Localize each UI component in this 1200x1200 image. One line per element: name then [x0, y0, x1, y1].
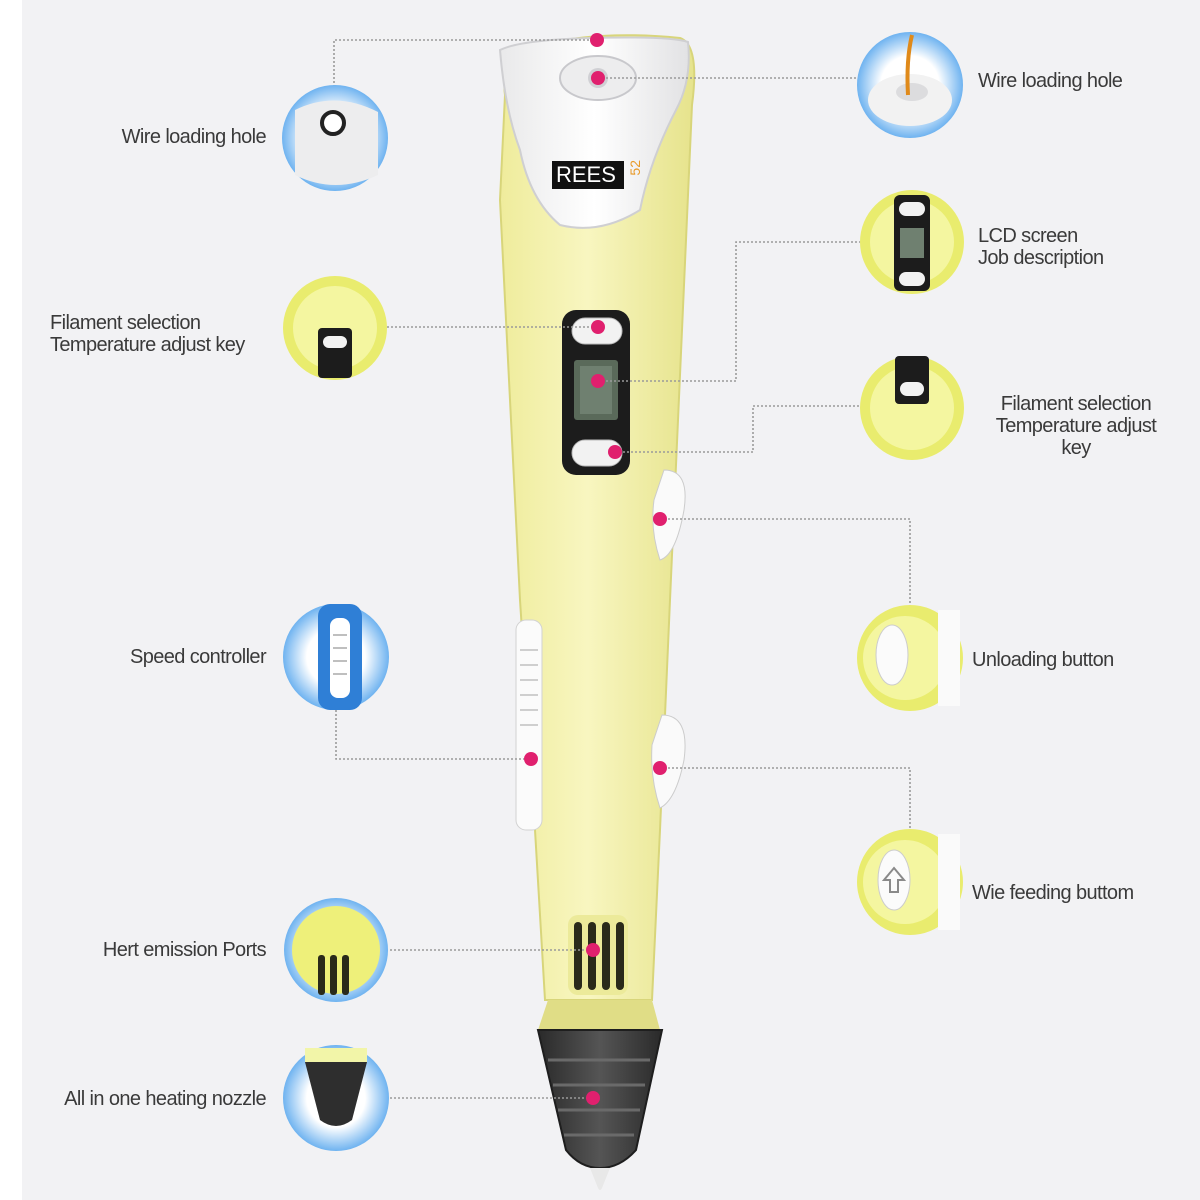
- label-speed-controller: Speed controller: [129, 646, 267, 668]
- label-heating-nozzle: All in one heating nozzle: [64, 1088, 266, 1110]
- label-feeding-button: Wie feeding buttom: [972, 882, 1134, 904]
- brand-number: 52: [627, 160, 643, 176]
- label-filament-selection-left: Filament selection Temperature adjust ke…: [50, 312, 245, 356]
- thumb-filament-key-right: [860, 356, 964, 460]
- thumb-lcd-screen: [860, 190, 964, 294]
- leader-lines: [333, 39, 911, 1099]
- pen-cap: [498, 36, 690, 229]
- label-filament-selection-right: Filament selection Temperature adjust ke…: [995, 393, 1157, 459]
- brand-box: [552, 161, 624, 189]
- thumb-unloading-button: [857, 605, 963, 711]
- thumb-nozzle: [283, 1045, 389, 1151]
- pointer-dots: [524, 33, 667, 1105]
- thumb-wire-hole-right: [857, 32, 963, 138]
- label-unloading-button: Unloading button: [972, 649, 1114, 671]
- thumb-speed-controller: [283, 604, 389, 710]
- thumb-filament-key-left: [283, 276, 387, 380]
- label-heat-emission-ports: Hert emission Ports: [102, 939, 267, 961]
- thumb-feeding-button: [857, 829, 963, 935]
- feeding-side-button: [651, 714, 686, 809]
- heating-nozzle: [536, 1029, 664, 1170]
- thumb-wire-hole-left: [282, 85, 388, 191]
- label-wire-loading-hole-right: Wire loading hole: [978, 70, 1123, 92]
- brand-text: REES: [556, 162, 616, 187]
- brand-logo: REES 52: [554, 160, 650, 190]
- thumb-heat-ports: [284, 898, 388, 1002]
- heat-vent: [568, 915, 628, 995]
- label-wire-loading-hole-left: Wire loading hole: [121, 126, 267, 148]
- bottom-key: [571, 439, 623, 467]
- unloading-side-button: [652, 469, 686, 561]
- label-lcd-screen: LCD screen Job description: [978, 225, 1104, 269]
